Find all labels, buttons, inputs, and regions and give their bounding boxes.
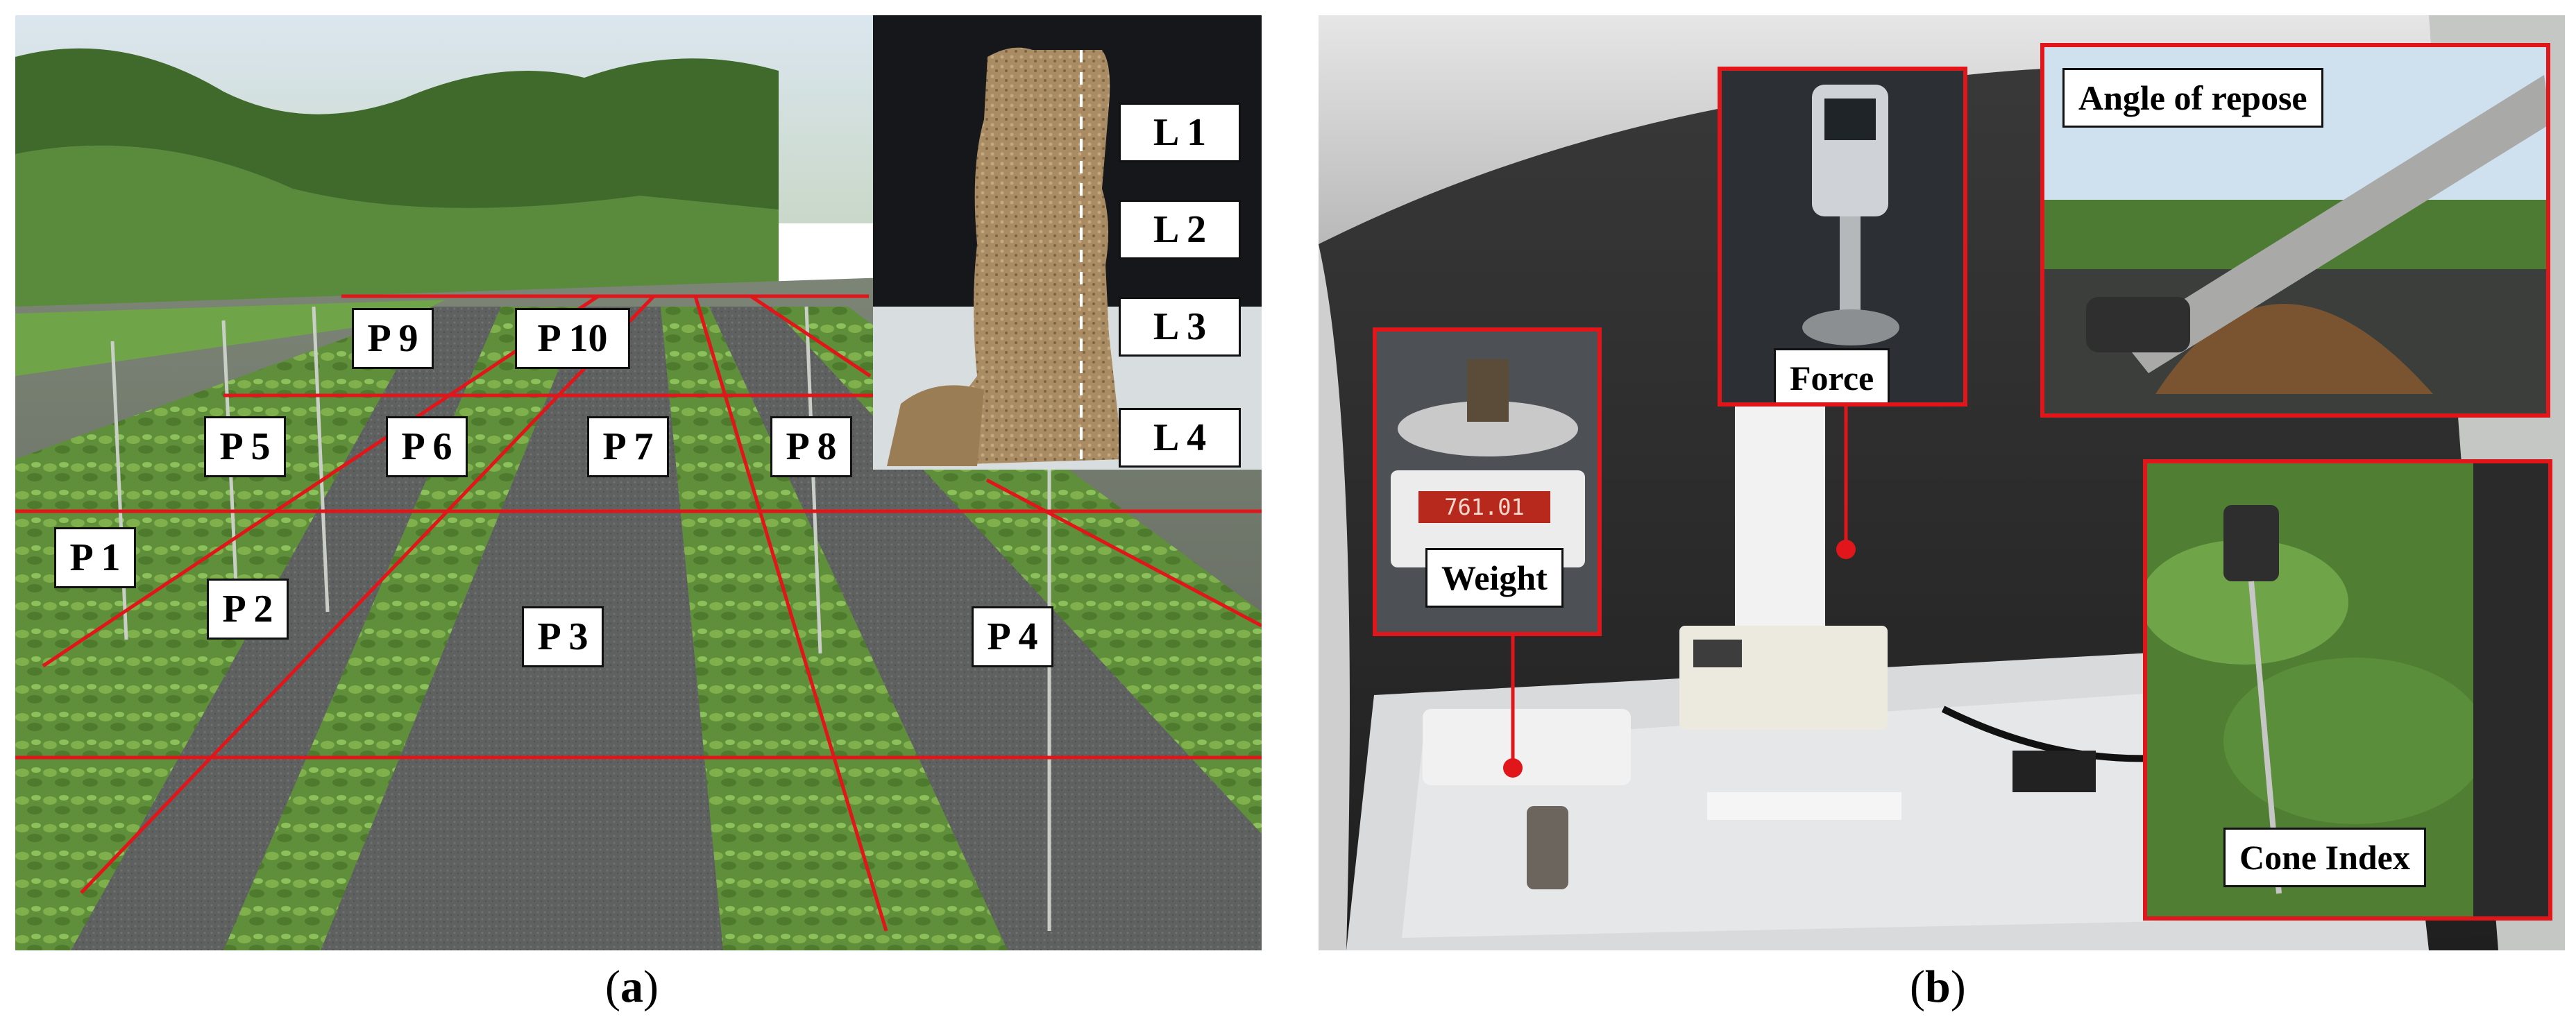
scale-readout: 761.01 — [1444, 494, 1525, 520]
plot-label-p4: P 4 — [972, 606, 1053, 667]
plot-label-p5: P 5 — [204, 416, 286, 477]
caption-b: (b) — [1910, 961, 1966, 1012]
layer-label-l1: L 1 — [1119, 103, 1241, 162]
plot-label-p7: P 7 — [587, 416, 669, 477]
layer-label-l3: L 3 — [1119, 297, 1241, 357]
force-gauge-image — [1722, 71, 1963, 402]
label-force: Force — [1774, 348, 1890, 402]
plot-label-p2: P 2 — [207, 579, 289, 640]
plot-label-p10: P 10 — [515, 308, 630, 369]
panel-a-field-photo: L 1 L 2 L 3 L 4 P 9 P 10 P 5 P 6 P 7 P 8… — [15, 15, 1262, 950]
label-weight: Weight — [1425, 548, 1564, 608]
soil-pile-image — [2044, 47, 2546, 413]
plot-label-p3: P 3 — [522, 606, 604, 667]
force-inset: Force — [1718, 67, 1967, 407]
plot-grid-lines — [15, 294, 1262, 932]
soil-core-inset: L 1 L 2 L 3 L 4 — [873, 15, 1262, 470]
panel-b-instruments-photo: 761.01 Weight Force Angle of repose — [1319, 15, 2565, 950]
label-angle-of-repose: Angle of repose — [2062, 68, 2323, 128]
plot-label-p8: P 8 — [770, 416, 852, 477]
cone-index-inset: Cone Index — [2143, 459, 2552, 921]
angle-of-repose-inset: Angle of repose — [2040, 43, 2550, 418]
scale-image: 761.01 — [1377, 332, 1598, 632]
plot-label-p1: P 1 — [54, 527, 136, 588]
label-cone-index: Cone Index — [2223, 828, 2426, 887]
plot-label-p6: P 6 — [386, 416, 468, 477]
layer-label-l2: L 2 — [1119, 200, 1241, 259]
layer-label-l4: L 4 — [1119, 408, 1241, 468]
caption-a: (a) — [605, 961, 659, 1012]
weight-inset: 761.01 Weight — [1373, 327, 1602, 636]
plot-label-p9: P 9 — [352, 308, 434, 369]
